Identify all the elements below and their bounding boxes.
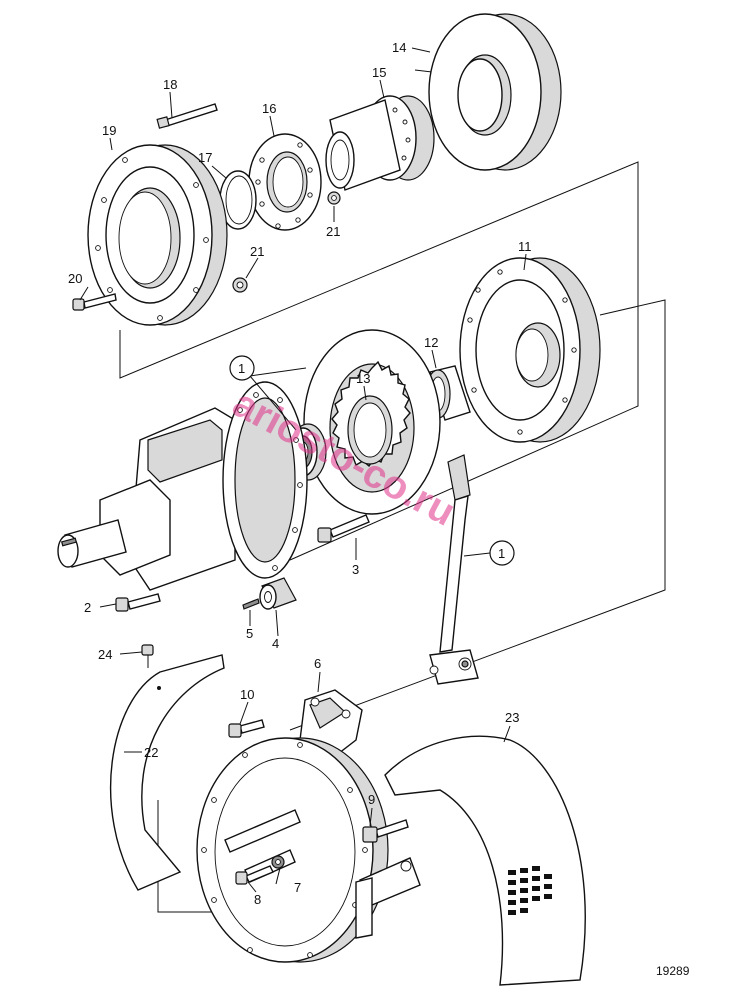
callout-9: 9 [368, 792, 375, 807]
callout-18: 18 [163, 77, 177, 92]
callout-12: 12 [424, 335, 438, 350]
part-22-curved-cover [109, 654, 225, 891]
part-17-o-ring [219, 170, 257, 230]
callout-4: 4 [272, 636, 279, 651]
callout-22: 22 [144, 745, 158, 760]
part-23-curved-guard [384, 735, 586, 986]
part-2-bolt [115, 593, 161, 612]
callout-6: 6 [314, 656, 321, 671]
leader-lines [79, 47, 527, 893]
gearbox-housing [99, 381, 308, 591]
part-4-sleeve-nut [259, 577, 297, 610]
part-16-flange-ring [248, 133, 322, 231]
part-7-nut [271, 855, 285, 869]
callout-2: 2 [84, 600, 91, 615]
callout-15: 15 [372, 65, 386, 80]
part-3-bolt [317, 514, 370, 543]
callout-8: 8 [254, 892, 261, 907]
part-21-nut-upper [327, 191, 341, 205]
part-18-stud [156, 103, 218, 129]
part-5-pin [242, 598, 260, 610]
callout-19: 19 [102, 123, 116, 138]
callout-circle-1a [229, 355, 255, 381]
part-1-shift-lever [429, 454, 479, 685]
callout-20: 20 [68, 271, 82, 286]
callout-10: 10 [240, 687, 254, 702]
part-20-bolt [72, 293, 117, 311]
part-24-screw [141, 644, 154, 668]
callout-3: 3 [352, 562, 359, 577]
part-14-outer-ring [428, 13, 562, 171]
mount-bracket [355, 857, 421, 939]
callout-23: 23 [505, 710, 519, 725]
callout-21-lower: 21 [250, 244, 264, 259]
part-13-toothed-disc [303, 329, 441, 515]
part-15-flanged-sleeve [325, 95, 435, 191]
callout-21-upper: 21 [326, 224, 340, 239]
callout-1-bearing: 1 [238, 361, 245, 376]
callout-11: 11 [518, 239, 532, 254]
callout-7: 7 [294, 880, 301, 895]
callout-16: 16 [262, 101, 276, 116]
part-11-bell-housing [459, 257, 601, 443]
callout-circle-1b [489, 540, 515, 566]
callout-14: 14 [392, 40, 406, 55]
callout-17: 17 [198, 150, 212, 165]
part-8-bolt [235, 865, 274, 885]
figure-number: 19289 [656, 964, 690, 978]
callout-13: 13 [356, 371, 370, 386]
callout-1-lever: 1 [498, 546, 505, 561]
part-9-bolt [362, 819, 409, 843]
part-19-housing-flange [87, 144, 228, 326]
callout-24: 24 [98, 647, 112, 662]
callout-5: 5 [246, 626, 253, 641]
output-shaft [57, 519, 127, 568]
part-21-nut-lower [232, 277, 248, 293]
part-10-bolt [228, 719, 265, 738]
